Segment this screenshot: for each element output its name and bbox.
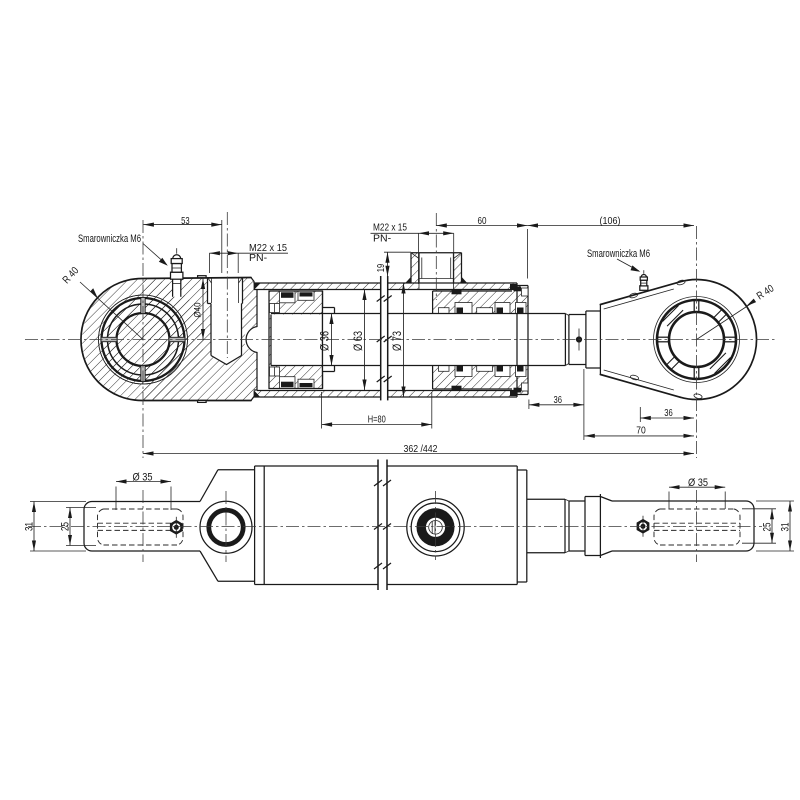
svg-text:PN-: PN- [249, 252, 268, 264]
svg-text:Ø 73: Ø 73 [390, 331, 404, 351]
svg-text:Ø 63: Ø 63 [351, 331, 365, 351]
svg-text:31: 31 [24, 522, 36, 531]
svg-text:53: 53 [181, 215, 190, 227]
svg-text:PN-: PN- [373, 233, 392, 245]
svg-text:36: 36 [554, 394, 563, 406]
svg-text:Ø 36: Ø 36 [318, 331, 332, 351]
svg-text:60: 60 [478, 215, 487, 227]
svg-text:Smarowniczka M6: Smarowniczka M6 [587, 248, 650, 260]
svg-text:Ø40: Ø40 [192, 303, 202, 318]
svg-text:25: 25 [60, 522, 72, 531]
svg-text:H=80: H=80 [368, 414, 386, 426]
svg-text:Ø 35: Ø 35 [688, 477, 708, 489]
svg-text:31: 31 [780, 523, 792, 532]
svg-text:36: 36 [664, 407, 673, 419]
svg-text:70: 70 [636, 425, 646, 437]
svg-text:M22 x 15: M22 x 15 [249, 242, 287, 254]
svg-text:M22 x 15: M22 x 15 [373, 222, 407, 234]
svg-text:362 /442: 362 /442 [404, 443, 438, 455]
svg-text:25: 25 [762, 523, 774, 532]
svg-text:19: 19 [375, 264, 387, 273]
svg-text:Ø 35: Ø 35 [133, 471, 153, 483]
svg-text:Smarowniczka M6: Smarowniczka M6 [78, 233, 141, 245]
svg-text:(106): (106) [600, 215, 621, 227]
